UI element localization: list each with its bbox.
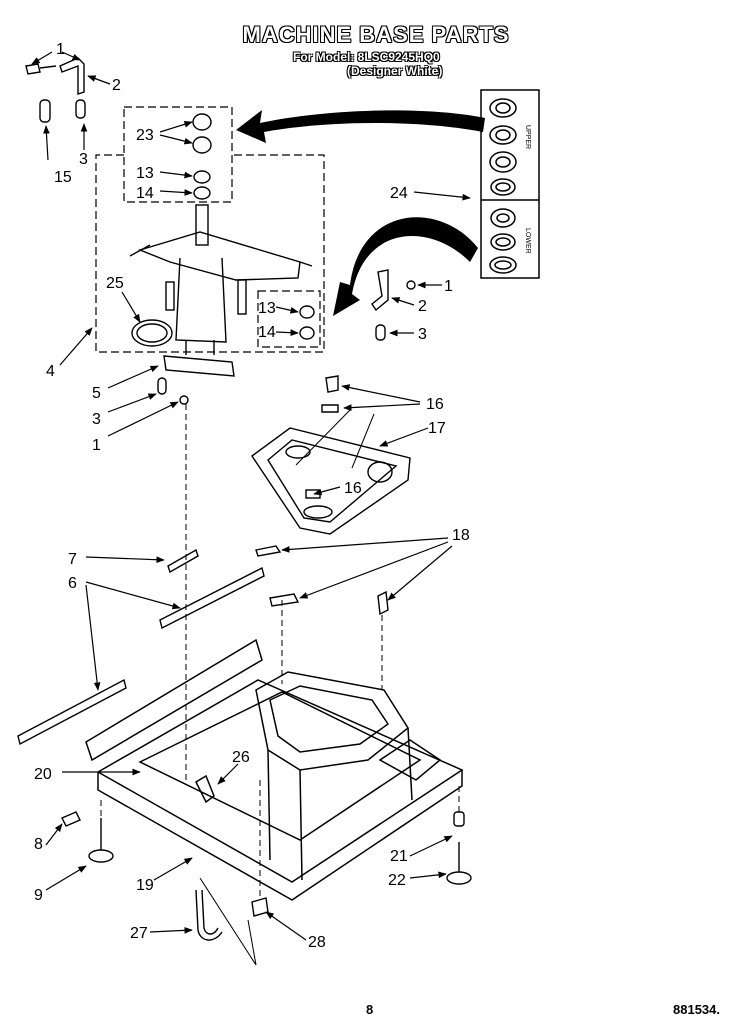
hardware-top-left [25,57,86,123]
callout-23: 23 [136,127,154,144]
leveling-legs [61,811,472,885]
callout-3: 3 [92,411,101,428]
callout-21: 21 [390,848,408,865]
page-title: MACHINE BASE PARTS [242,22,510,47]
leader-lines [31,51,471,941]
base-tray-top [251,375,411,535]
springs-and-brackets [17,548,265,746]
callout-5: 5 [92,385,101,402]
document-number: 881534. [673,1002,720,1017]
callout-14: 14 [258,324,276,341]
bearing-kit-box [480,89,540,279]
clips [255,545,389,616]
callout-4: 4 [46,363,55,380]
machine-base-frame [85,638,464,901]
dashed-outline-upper [123,106,233,203]
callout-1: 1 [56,41,65,58]
hook-and-clip [195,889,269,941]
callout-28: 28 [308,934,326,951]
callout-3: 3 [418,326,427,343]
callout-8: 8 [34,836,43,853]
callout-7: 7 [68,551,77,568]
callout-16: 16 [426,396,444,413]
curved-arrow-upper [236,110,485,143]
callout-13: 13 [258,300,276,317]
callout-20: 20 [34,766,52,783]
model-line: For Model: 8LSC9245HQ0 [293,50,440,64]
transmission-assembly [129,113,315,405]
callout-27: 27 [130,925,148,942]
callout-15: 15 [54,169,72,186]
model-info: For Model: 8LSC9245HQ0 (Designer White) [293,50,442,78]
callout-25: 25 [106,275,124,292]
callout-6: 6 [68,575,77,592]
callout-17: 17 [428,420,446,437]
cross-lines [199,409,375,966]
callout-22: 22 [388,872,406,889]
callout-19: 19 [136,877,154,894]
curved-arrow-lower [333,217,478,316]
callout-2: 2 [112,77,121,94]
callout-3: 3 [79,151,88,168]
callout-1: 1 [92,437,101,454]
callout-9: 9 [34,887,43,904]
kit-label-lower: LOWER [524,228,531,254]
callout-14: 14 [136,185,154,202]
dashed-outline-assembly [95,154,325,353]
callout-16: 16 [344,480,362,497]
callout-18: 18 [452,527,470,544]
color-line: (Designer White) [347,64,443,78]
callout-13: 13 [136,165,154,182]
callout-24: 24 [390,185,408,202]
hardware-right [371,269,416,341]
callout-26: 26 [232,749,250,766]
callout-2: 2 [418,298,427,315]
kit-label-upper: UPPER [524,125,531,149]
page-number: 8 [366,1002,374,1017]
guide-lines [100,404,460,898]
callout-1: 1 [444,278,453,295]
callout-labels: 1 2 3 15 23 13 14 24 1 2 3 25 13 14 4 5 … [34,41,470,951]
